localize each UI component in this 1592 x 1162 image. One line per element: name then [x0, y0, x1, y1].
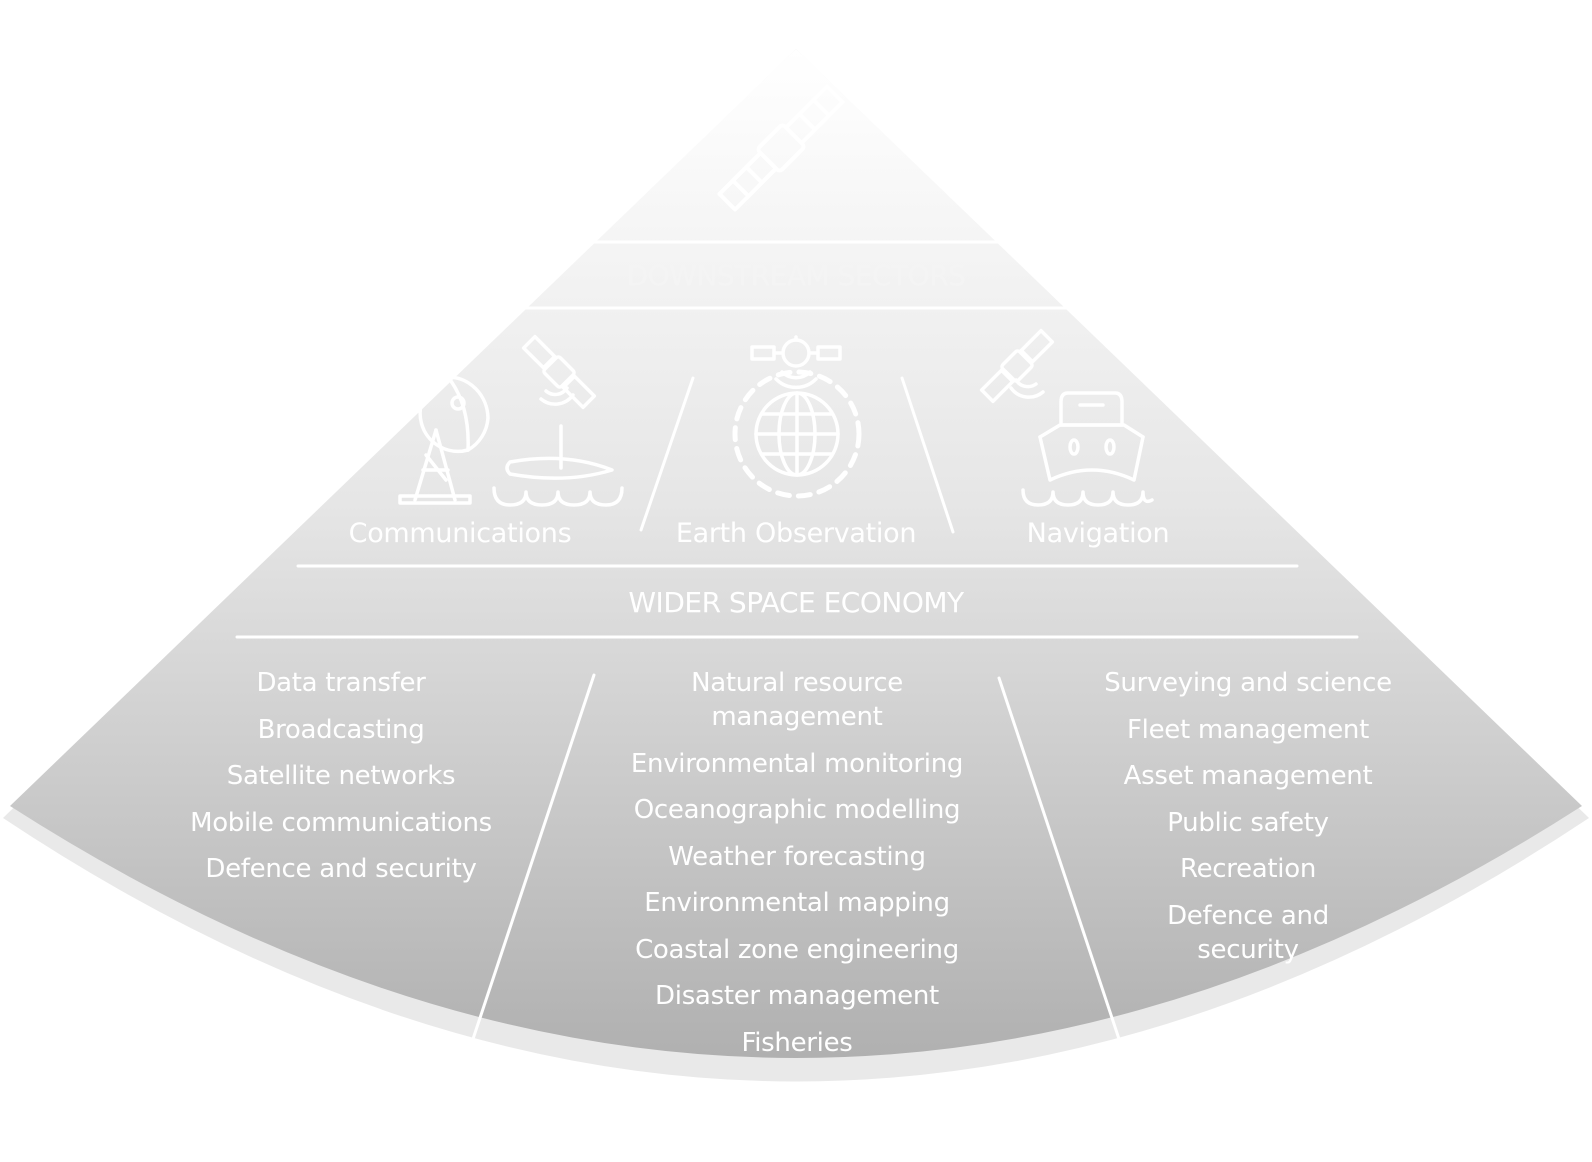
list-item: Oceanographic modelling: [633, 795, 961, 825]
list-item: Surveying and science: [1104, 668, 1392, 698]
list-item: Mobile communications: [190, 807, 492, 838]
satellite-icon: [521, 334, 597, 410]
communications-applications-list: Data transfer Broadcasting Satellite net…: [181, 666, 501, 899]
list-item: Environmental monitoring: [630, 748, 964, 779]
list-item: Asset management: [1123, 761, 1373, 791]
list-item: Disaster management: [655, 981, 939, 1011]
list-item: Fleet management: [1127, 714, 1369, 745]
satellite-icon: [979, 328, 1055, 404]
satellite-icon: [717, 84, 845, 212]
list-item: Broadcasting: [257, 714, 425, 745]
globe-icon: [732, 369, 862, 499]
list-item: Environmental mapping: [644, 888, 950, 918]
navigation-applications-list: Surveying and science Fleet management A…: [1098, 666, 1398, 979]
column-separator-right: [997, 676, 1123, 1047]
buoy-on-waves-icon: [492, 424, 624, 507]
sector-label-communications: Communications: [348, 518, 572, 549]
sector-label-navigation: Navigation: [1026, 518, 1170, 549]
satellite-dish-icon: [398, 375, 490, 505]
wider-space-economy-title: WIDER SPACE ECONOMY: [628, 586, 964, 619]
sector-label-earth-observation: Earth Observation: [675, 518, 917, 549]
list-item: Natural resource management: [691, 668, 903, 732]
fan-background: [10, 49, 1582, 1058]
list-item: Weather forecasting: [668, 841, 926, 872]
list-item: Public safety: [1167, 807, 1329, 838]
list-item: Defence and security: [205, 854, 477, 884]
list-item: Satellite networks: [226, 761, 456, 791]
sector-separator-right: [900, 376, 955, 534]
ship-on-waves-icon: [1021, 391, 1154, 507]
list-item: Recreation: [1179, 854, 1317, 884]
list-item: Data transfer: [256, 668, 426, 698]
column-separator-left: [469, 673, 596, 1047]
list-item: Coastal zone engineering: [635, 934, 959, 965]
list-item: Defence and security: [1167, 900, 1329, 965]
list-item: Fisheries: [741, 1027, 853, 1058]
earth-observation-applications-list: Natural resource management Environmenta…: [617, 666, 977, 1072]
downstream-sectors-title: DOWNSTREAM SECTORS: [626, 259, 966, 292]
sector-separator-left: [639, 376, 695, 532]
